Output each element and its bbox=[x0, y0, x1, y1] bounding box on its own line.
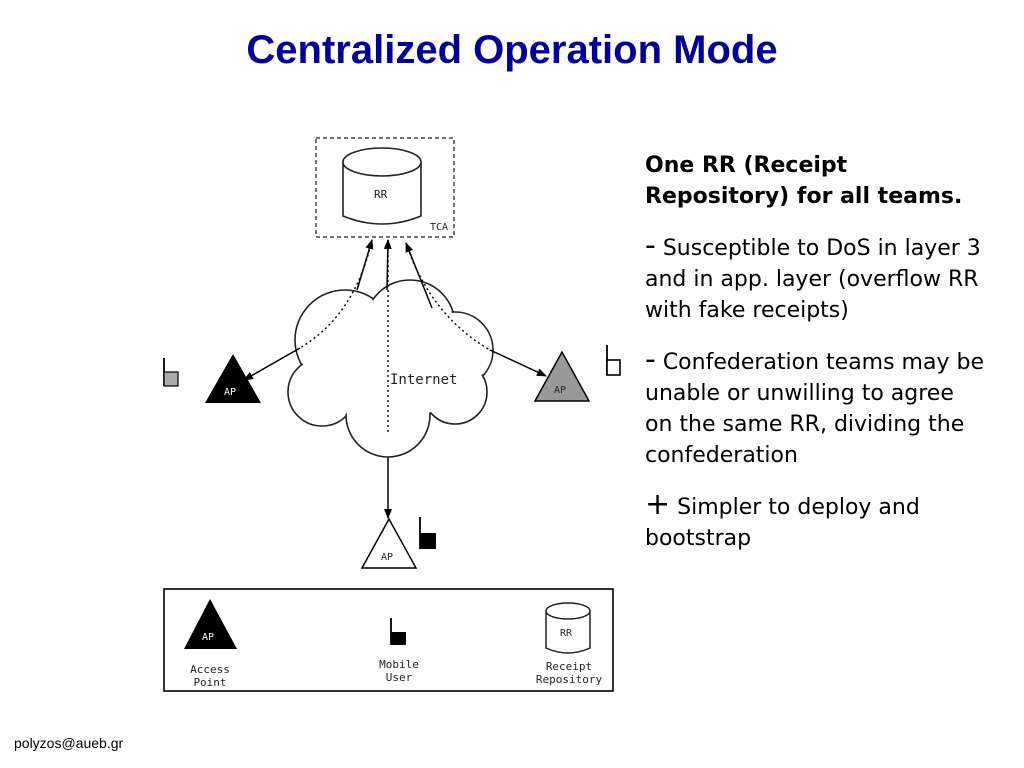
legend-access-point-label-1: Access bbox=[190, 663, 230, 676]
access-point-black-icon bbox=[205, 354, 261, 403]
bullet-text: Confederation teams may be unable or unw… bbox=[645, 350, 984, 468]
legend-ap-label: AP bbox=[202, 632, 214, 643]
internet-label: Internet bbox=[390, 372, 457, 388]
legend-rr-cylinder-icon bbox=[545, 602, 591, 654]
legend-box bbox=[163, 588, 614, 692]
legend-mobile-user-label-1: Mobile bbox=[379, 658, 419, 671]
legend-mobile-user-icon bbox=[390, 618, 406, 645]
bullet-text: Simpler to deploy and bootstrap bbox=[645, 495, 920, 551]
legend-rr-label: RR bbox=[560, 628, 573, 639]
mobile-user-gray-icon bbox=[163, 358, 179, 387]
minus-mark: - bbox=[645, 228, 656, 263]
tca-label: TCA bbox=[430, 222, 448, 233]
mobile-user-black-icon bbox=[419, 517, 436, 549]
bullet-point-dos: - Susceptible to DoS in layer 3 and in a… bbox=[645, 230, 985, 326]
bullet-text: Susceptible to DoS in layer 3 and in app… bbox=[645, 236, 981, 323]
legend-mobile-user-label-2: User bbox=[386, 671, 413, 684]
bullet-point-confederation: - Confederation teams may be unable or u… bbox=[645, 344, 985, 471]
legend-receipt-repository-label-1: Receipt bbox=[546, 660, 592, 673]
plus-mark: + bbox=[645, 487, 671, 522]
dotted-path-right bbox=[405, 242, 491, 351]
bullet-point-simpler: + Simpler to deploy and bootstrap bbox=[645, 489, 985, 554]
access-point-white-icon bbox=[360, 517, 418, 569]
legend-access-point-icon bbox=[184, 599, 237, 649]
rr-cylinder-icon bbox=[342, 147, 422, 225]
slide-title: Centralized Operation Mode bbox=[246, 28, 778, 72]
intro-text: One RR (Receipt Repository) for all team… bbox=[645, 153, 963, 209]
minus-mark: - bbox=[645, 342, 656, 377]
mobile-user-white-icon bbox=[606, 345, 621, 376]
dotted-path-left bbox=[299, 239, 373, 349]
arrow-to-left-ap bbox=[243, 347, 301, 381]
legend-receipt-repository-label-2: Repository bbox=[536, 673, 603, 686]
rr-label: RR bbox=[374, 188, 388, 201]
legend-access-point-label-2: Point bbox=[193, 676, 226, 689]
bullet-list: One RR (Receipt Repository) for all team… bbox=[645, 150, 985, 572]
ap-label-right: AP bbox=[554, 385, 566, 396]
ap-label-bottom: AP bbox=[381, 552, 393, 563]
centralized-mode-diagram: RR TCA Internet AP AP bbox=[163, 137, 621, 692]
access-point-gray-icon bbox=[533, 350, 591, 402]
arrow-to-right-ap bbox=[489, 349, 547, 377]
footer-email: polyzos@aueb.gr bbox=[14, 735, 124, 751]
ap-label-left: AP bbox=[224, 387, 236, 398]
